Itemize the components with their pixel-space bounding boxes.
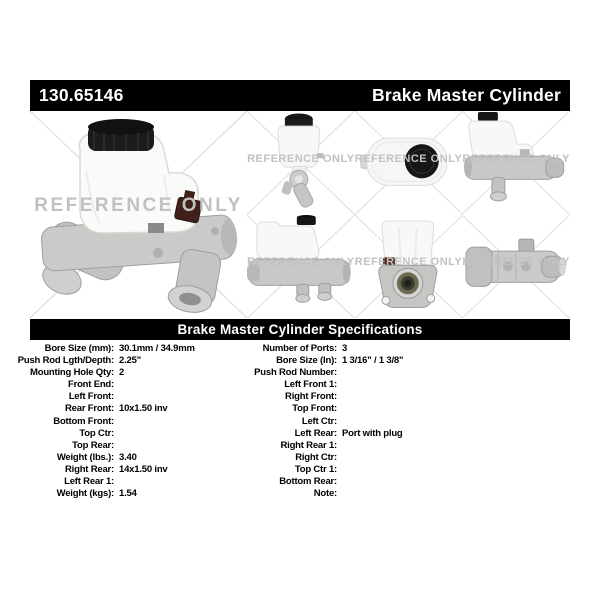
right-side-view-photo bbox=[462, 111, 570, 215]
specs-title: Brake Master Cylinder Specifications bbox=[177, 322, 423, 337]
spec-row-left: Left Front: bbox=[30, 391, 300, 403]
spec-label: Right Rear: bbox=[65, 463, 114, 475]
product-photo-rear-flange-view: REFERENCE ONLY bbox=[354, 214, 463, 318]
spec-row-right: Note: bbox=[253, 488, 570, 500]
spec-row-right: Left Front 1: bbox=[253, 379, 570, 391]
spec-value bbox=[342, 452, 570, 464]
thumbnail-grid: REFERENCE ONLY REFERENCE ONLY bbox=[247, 111, 570, 318]
spec-label: Number of Ports: bbox=[262, 343, 338, 354]
spec-value: Port with plug bbox=[342, 427, 403, 439]
spec-row-right: Bottom Rear: bbox=[253, 476, 570, 488]
bottom-view-photo bbox=[462, 214, 570, 318]
product-photo-area: REFERENCE ONLY REFERENCE ONLY bbox=[30, 111, 570, 318]
spec-value: 2 bbox=[119, 367, 125, 379]
spec-row-right: Top Ctr 1: bbox=[253, 464, 570, 476]
product-photo-left-side-view: REFERENCE ONLY bbox=[247, 214, 355, 318]
spec-label: Left Front: bbox=[68, 391, 114, 403]
spec-value bbox=[342, 391, 570, 403]
spec-row-right: Left Ctr: bbox=[253, 416, 570, 428]
spec-row-right: Right Rear 1: bbox=[253, 440, 570, 452]
spec-row-left: Push Rod Lgth/Depth: 2.25" bbox=[18, 355, 300, 367]
spec-value: 10x1.50 inv bbox=[119, 403, 168, 415]
top-view-photo bbox=[354, 111, 463, 215]
product-photo-reservoir-top-view: REFERENCE ONLY bbox=[354, 111, 463, 215]
spec-row-left: Left Rear 1: bbox=[30, 476, 300, 488]
spec-row-left: Bottom Front: bbox=[30, 416, 300, 428]
spec-label: Left Ctr: bbox=[301, 415, 337, 427]
spec-value bbox=[342, 488, 570, 500]
spec-value: 1.54 bbox=[119, 488, 137, 500]
part-number: 130.65146 bbox=[39, 85, 124, 105]
spec-row-right: Left Rear: Port with plug bbox=[253, 428, 570, 440]
spec-row-left: Mounting Hole Qty: 2 bbox=[30, 367, 300, 379]
spec-label: Rear Front: bbox=[65, 403, 114, 415]
spec-value: 3.40 bbox=[119, 451, 137, 463]
spec-label: Top Ctr: bbox=[79, 427, 114, 439]
product-photo-front-view: REFERENCE ONLY bbox=[247, 111, 355, 215]
spec-row-left: Weight (lbs.): 3.40 bbox=[30, 452, 300, 464]
spec-row-right: Bore Size (In): 1 3/16" / 1 3/8" bbox=[253, 355, 570, 367]
spec-row-left: Bore Size (mm): 30.1mm / 34.9mm bbox=[30, 343, 300, 355]
spec-label: Right Rear 1: bbox=[280, 439, 337, 451]
brake-master-cylinder-photo bbox=[30, 111, 247, 318]
spec-label: Bore Size (mm): bbox=[44, 343, 115, 354]
spec-row-left: Top Rear: bbox=[30, 440, 300, 452]
spec-row-left: Top Ctr: bbox=[30, 428, 300, 440]
spec-label: Right Front: bbox=[285, 391, 337, 403]
spec-value bbox=[342, 464, 570, 476]
spec-value: 14x1.50 inv bbox=[119, 463, 168, 475]
spec-value: 30.1mm / 34.9mm bbox=[119, 343, 195, 354]
spec-label: Left Rear: bbox=[294, 427, 338, 439]
spec-row-left: Front End: bbox=[30, 379, 300, 391]
specs-title-bar: Brake Master Cylinder Specifications bbox=[30, 319, 570, 340]
spec-label: Right Ctr: bbox=[295, 451, 337, 463]
product-name: Brake Master Cylinder bbox=[371, 85, 561, 105]
spec-label: Top Ctr 1: bbox=[294, 463, 337, 475]
spec-label: Top Front: bbox=[292, 403, 337, 415]
spec-label: Note: bbox=[313, 488, 337, 500]
spec-row-right: Number of Ports: 3 bbox=[253, 343, 570, 355]
header-bar: 130.65146 Brake Master Cylinder bbox=[30, 80, 570, 111]
rear-flange-view-photo bbox=[354, 214, 463, 318]
product-photo-right-side-view: REFERENCE ONLY bbox=[462, 111, 570, 215]
spec-row-right: Right Front: bbox=[253, 391, 570, 403]
spec-row-left: Right Rear: 14x1.50 inv bbox=[30, 464, 300, 476]
spec-label: Weight (lbs.): bbox=[56, 451, 114, 463]
spec-label: Left Rear 1: bbox=[64, 476, 114, 488]
spec-value: 2.25" bbox=[119, 355, 141, 367]
spec-row-left: Weight (kgs): 1.54 bbox=[30, 488, 300, 500]
spec-value bbox=[342, 367, 570, 379]
spec-label: Front End: bbox=[67, 379, 114, 391]
spec-value bbox=[342, 440, 570, 452]
left-side-view-photo bbox=[247, 214, 355, 318]
spec-value bbox=[342, 379, 570, 391]
spec-label: Mounting Hole Qty: bbox=[30, 367, 114, 379]
spec-label: Push Rod Number: bbox=[254, 367, 337, 379]
spec-label: Top Rear: bbox=[72, 439, 114, 451]
spec-value bbox=[342, 416, 570, 428]
spec-label: Left Front 1: bbox=[284, 379, 337, 391]
spec-row-right: Top Front: bbox=[253, 403, 570, 415]
spec-row-right: Push Rod Number: bbox=[253, 367, 570, 379]
product-photo-main: REFERENCE ONLY bbox=[30, 111, 247, 318]
spec-row-right: Right Ctr: bbox=[253, 452, 570, 464]
spec-label: Bottom Rear: bbox=[279, 476, 337, 488]
spec-value: 1 3/16" / 1 3/8" bbox=[342, 355, 404, 367]
spec-label: Weight (kgs): bbox=[56, 488, 115, 500]
spec-value bbox=[342, 476, 570, 488]
front-view-photo bbox=[247, 111, 355, 215]
product-photo-bottom-view: REFERENCE ONLY bbox=[462, 214, 570, 318]
spec-label: Push Rod Lgth/Depth: bbox=[17, 355, 114, 367]
spec-value: 3 bbox=[342, 343, 348, 354]
spec-label: Bottom Front: bbox=[53, 415, 114, 427]
spec-label: Bore Size (In): bbox=[276, 355, 337, 367]
spec-value bbox=[342, 403, 570, 415]
spec-row-left: Rear Front: 10x1.50 inv bbox=[30, 403, 300, 415]
